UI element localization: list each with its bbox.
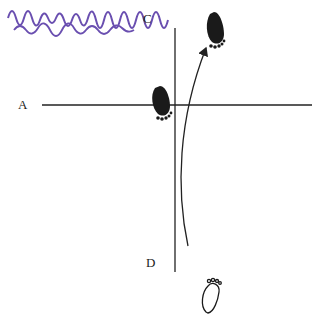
axis-line: [174, 28, 175, 272]
axis-label: C: [143, 12, 152, 25]
axis-label: A: [18, 98, 27, 111]
footprint: [152, 86, 172, 121]
axis-label: D: [146, 256, 155, 269]
footprint: [207, 12, 226, 49]
step-arrow: [181, 48, 206, 246]
scribble: [14, 23, 134, 36]
footprint: [202, 278, 221, 313]
scribble: [8, 11, 168, 28]
axis-line: [42, 104, 312, 105]
